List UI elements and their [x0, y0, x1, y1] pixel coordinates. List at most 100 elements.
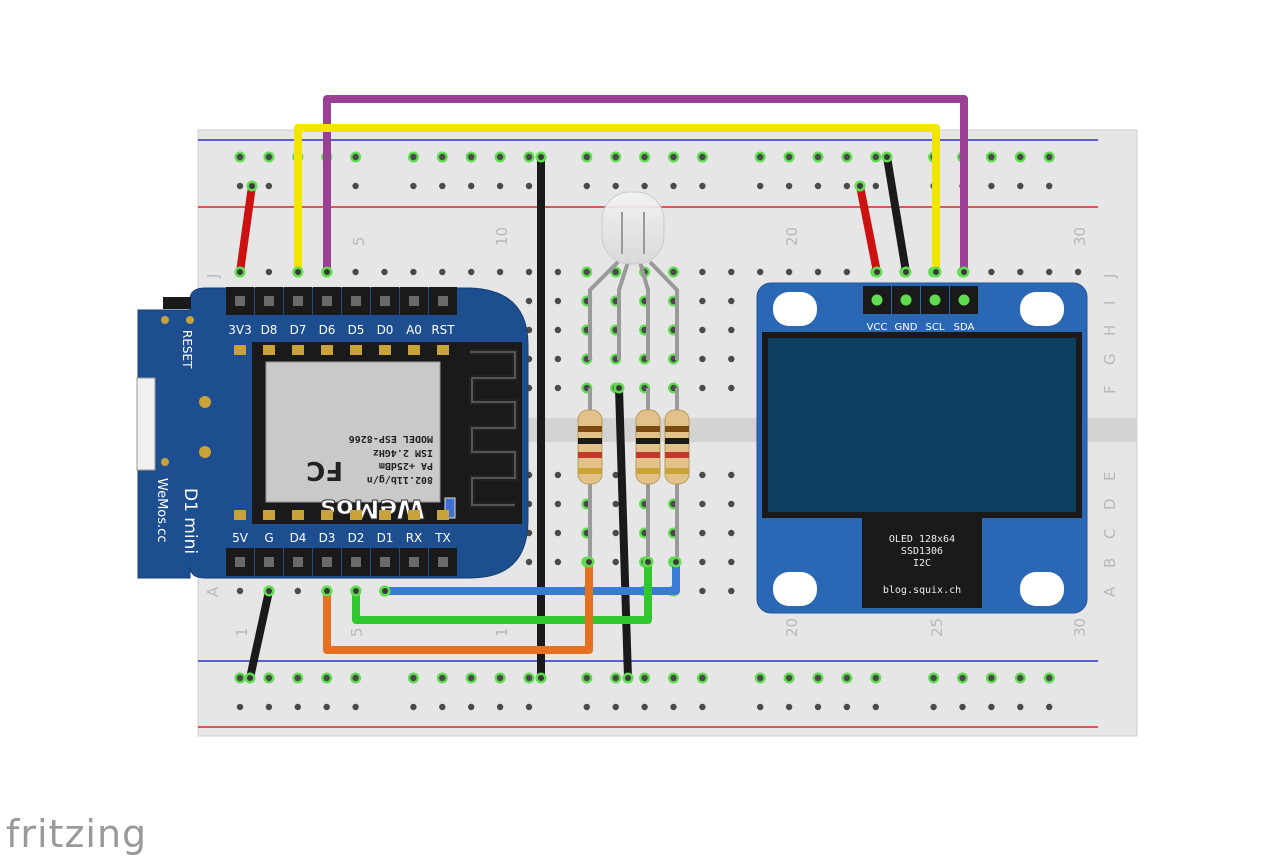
col-label-top-5: 5	[350, 236, 368, 246]
breadboard-hole	[236, 587, 244, 595]
esp-pad	[379, 510, 391, 520]
breadboard-hole	[236, 703, 244, 711]
pin-label-top: 3V3	[228, 323, 251, 337]
breadboard-hole	[439, 703, 446, 711]
pin-label-bottom: TX	[434, 531, 451, 545]
breadboard-hole	[381, 268, 388, 276]
breadboard-hole	[699, 326, 706, 334]
mount-hole	[199, 396, 211, 408]
breadboard-hole	[699, 268, 706, 276]
esp-pad	[292, 345, 304, 355]
pin-label-top: RST	[431, 323, 455, 337]
esp-pad	[321, 510, 333, 520]
esp-pad	[292, 510, 304, 520]
breadboard-hole	[612, 182, 619, 190]
breadboard-hole	[785, 674, 793, 682]
esp-pad	[437, 345, 449, 355]
breadboard-hole	[699, 471, 706, 479]
breadboard-hole	[757, 703, 764, 711]
col-label-bottom-30: 30	[1071, 618, 1089, 637]
oled-label-line: SSD1306	[901, 546, 943, 557]
breadboard-hole	[410, 182, 417, 190]
breadboard-hole	[843, 268, 851, 276]
esp-pad	[437, 510, 449, 520]
col-label-top-10: 10	[493, 227, 511, 246]
pin-label-bottom: 5V	[232, 531, 249, 545]
header-pin	[235, 296, 245, 306]
row-label-right-b: B	[1101, 558, 1119, 568]
breadboard-hole	[641, 674, 648, 682]
breadboard-hole	[439, 182, 446, 190]
breadboard-hole	[988, 268, 995, 276]
breadboard-hole	[612, 703, 619, 711]
oled-display: OLED 128x64 SSD1306 I2C blog.squix.ch VC…	[756, 282, 1088, 614]
esp-pad	[234, 510, 246, 520]
oled-header-pin	[929, 294, 941, 306]
breadboard-hole	[612, 153, 619, 161]
wire-endpoint-core	[961, 269, 967, 275]
mount-hole	[161, 458, 169, 466]
breadboard-hole	[757, 153, 764, 161]
breadboard-hole	[785, 703, 793, 711]
resistor-band	[665, 438, 689, 444]
pin-label-bottom: D3	[319, 531, 336, 545]
breadboard-hole	[294, 674, 301, 682]
header-pin	[409, 296, 419, 306]
row-label-right-a: A	[1101, 586, 1119, 597]
wire-endpoint-core	[324, 269, 330, 275]
breadboard-hole	[525, 182, 533, 190]
header-pin	[322, 557, 332, 567]
header-pin	[438, 296, 448, 306]
header-pin	[380, 296, 390, 306]
wire-endpoint-core	[295, 269, 301, 275]
header-pin	[351, 557, 361, 567]
breadboard-hole	[612, 529, 619, 537]
breadboard-hole	[612, 268, 619, 276]
breadboard-hole	[265, 268, 273, 276]
breadboard-hole	[670, 153, 677, 161]
resistor-band	[578, 452, 602, 458]
rgb-led	[588, 191, 679, 360]
breadboard-hole	[843, 674, 851, 682]
oled-mount-hole	[1020, 572, 1064, 606]
breadboard-hole	[496, 703, 504, 711]
pin-label-bottom: G	[264, 531, 273, 545]
wire-endpoint-core	[266, 588, 272, 594]
breadboard-hole	[554, 326, 562, 334]
wire-yellow-scl	[294, 124, 940, 276]
col-label-bottom-1: 1	[233, 627, 251, 637]
resistor-band	[665, 452, 689, 458]
breadboard-hole	[525, 558, 533, 566]
col-label-top-30: 30	[1071, 227, 1089, 246]
wire-green-d2	[352, 558, 652, 624]
breadboard-hole	[930, 703, 937, 711]
breadboard-hole	[554, 500, 562, 508]
pin-label-top: A0	[406, 323, 422, 337]
breadboard-hole	[583, 703, 590, 711]
led-leg	[617, 261, 630, 360]
breadboard-hole	[1017, 268, 1024, 276]
breadboard-hole	[728, 355, 735, 363]
esp-shield-can	[265, 361, 441, 503]
reset-button[interactable]	[163, 297, 191, 309]
breadboard-hole	[352, 703, 359, 711]
breadboard-hole	[468, 268, 475, 276]
wire-endpoint-core	[586, 559, 592, 565]
breadboard-hole	[525, 153, 533, 161]
row-label-right-i: I	[1101, 301, 1119, 305]
oled-pin-label: SDA	[954, 322, 975, 333]
oled-header-pin	[958, 294, 970, 306]
resistor-band	[578, 468, 602, 474]
breadboard-hole	[872, 182, 879, 190]
pin-label-bottom: RX	[406, 531, 423, 545]
esp-pad	[234, 345, 246, 355]
oled-pin-label: SCL	[926, 322, 945, 333]
breadboard-hole	[1017, 674, 1024, 682]
row-label-right-g: G	[1101, 353, 1119, 365]
breadboard-hole	[728, 384, 735, 392]
breadboard-hole	[294, 703, 301, 711]
row-label-right-j: J	[1101, 274, 1119, 279]
breadboard-hole	[670, 182, 677, 190]
